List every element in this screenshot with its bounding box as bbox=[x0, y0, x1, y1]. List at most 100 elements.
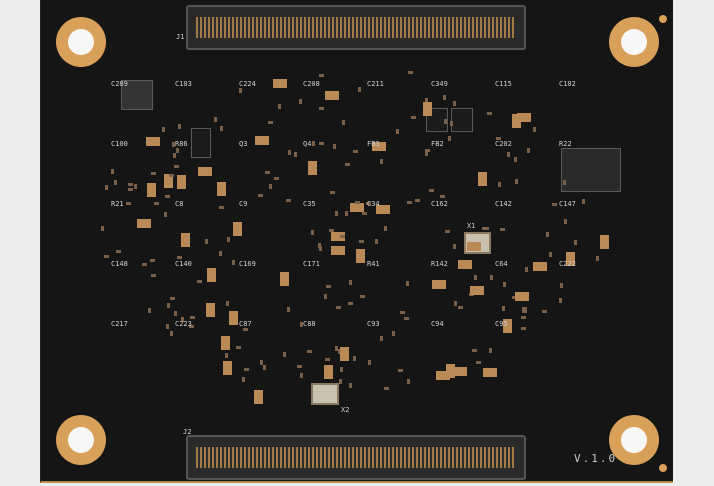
component-label: R22 bbox=[559, 140, 572, 148]
resistor bbox=[442, 94, 446, 100]
resistor bbox=[560, 283, 564, 289]
component-label: C208 bbox=[303, 80, 320, 88]
component-label: C148 bbox=[111, 260, 128, 268]
resistor bbox=[408, 71, 414, 75]
component-label: C88 bbox=[303, 320, 316, 328]
resistor bbox=[180, 317, 184, 323]
capacitor bbox=[197, 167, 212, 177]
resistor bbox=[277, 103, 281, 109]
capacitor bbox=[164, 174, 174, 189]
component-label: R142 bbox=[431, 260, 448, 268]
resistor bbox=[375, 238, 379, 244]
capacitor bbox=[482, 368, 497, 378]
qr-code bbox=[121, 80, 153, 110]
resistor bbox=[359, 294, 365, 298]
component-label: C222 bbox=[559, 260, 576, 268]
crystal-x2 bbox=[311, 383, 339, 405]
resistor bbox=[499, 227, 505, 231]
resistor bbox=[189, 324, 195, 328]
resistor bbox=[445, 229, 451, 233]
resistor bbox=[457, 305, 463, 309]
component-label: C224 bbox=[239, 80, 256, 88]
resistor bbox=[574, 239, 578, 245]
resistor bbox=[558, 298, 562, 304]
resistor bbox=[452, 243, 456, 249]
resistor bbox=[307, 349, 313, 353]
power-inductor bbox=[561, 148, 621, 192]
resistor bbox=[581, 199, 585, 205]
resistor bbox=[407, 201, 413, 205]
resistor bbox=[496, 136, 502, 140]
resistor bbox=[173, 165, 179, 169]
component-label: C95 bbox=[495, 320, 508, 328]
resistor bbox=[502, 305, 506, 311]
resistor bbox=[232, 259, 236, 265]
mounting-hole-bottom-left bbox=[56, 415, 106, 465]
resistor bbox=[113, 180, 117, 186]
resistor bbox=[522, 310, 528, 314]
capacitor bbox=[349, 202, 364, 212]
resistor bbox=[521, 306, 527, 310]
resistor bbox=[483, 227, 489, 231]
component-label: FB2 bbox=[431, 140, 444, 148]
resistor bbox=[225, 301, 229, 307]
resistor bbox=[141, 262, 147, 266]
resistor bbox=[357, 86, 361, 92]
resistor bbox=[218, 206, 224, 210]
capacitor bbox=[565, 251, 575, 266]
resistor bbox=[542, 310, 548, 314]
resistor bbox=[405, 281, 409, 287]
resistor bbox=[471, 349, 477, 353]
resistor bbox=[454, 301, 458, 307]
component-label: C202 bbox=[495, 140, 512, 148]
resistor bbox=[242, 377, 246, 383]
capacitor bbox=[452, 367, 467, 377]
resistor bbox=[265, 170, 271, 174]
resistor bbox=[359, 240, 365, 244]
resistor bbox=[468, 293, 474, 297]
capacitor bbox=[423, 101, 433, 116]
capacitor bbox=[232, 221, 242, 236]
resistor bbox=[532, 127, 536, 133]
resistor bbox=[324, 358, 330, 362]
resistor bbox=[171, 141, 175, 147]
resistor bbox=[220, 126, 224, 132]
resistor bbox=[362, 212, 368, 216]
resistor bbox=[349, 383, 353, 389]
resistor bbox=[452, 100, 456, 106]
component-label: C102 bbox=[559, 80, 576, 88]
capacitor bbox=[458, 260, 473, 270]
resistor bbox=[311, 141, 315, 147]
component-label: C93 bbox=[367, 320, 380, 328]
resistor bbox=[319, 246, 322, 252]
resistor bbox=[169, 296, 175, 300]
resistor bbox=[384, 226, 388, 232]
resistor bbox=[134, 183, 138, 189]
capacitor bbox=[340, 347, 350, 362]
resistor bbox=[274, 177, 280, 181]
resistor bbox=[163, 212, 167, 218]
resistor bbox=[111, 169, 114, 175]
resistor bbox=[319, 141, 325, 145]
resistor bbox=[189, 316, 195, 320]
crystal-x2-label: X2 bbox=[341, 406, 350, 414]
capacitor bbox=[477, 172, 487, 187]
fiducial bbox=[659, 464, 667, 472]
resistor bbox=[127, 188, 133, 192]
resistor bbox=[487, 112, 493, 116]
resistor bbox=[332, 144, 336, 150]
resistor bbox=[150, 273, 156, 277]
capacitor bbox=[254, 389, 264, 404]
capacitor bbox=[324, 364, 334, 379]
resistor bbox=[410, 115, 416, 119]
connector-j1-label: J1 bbox=[176, 33, 185, 41]
component-label: C64 bbox=[495, 260, 508, 268]
component-label: R21 bbox=[111, 200, 124, 208]
capacitor bbox=[467, 241, 482, 251]
capacitor bbox=[599, 234, 609, 249]
capacitor bbox=[372, 141, 387, 151]
resistor bbox=[395, 128, 399, 134]
capacitor bbox=[217, 182, 227, 197]
resistor bbox=[196, 280, 202, 284]
